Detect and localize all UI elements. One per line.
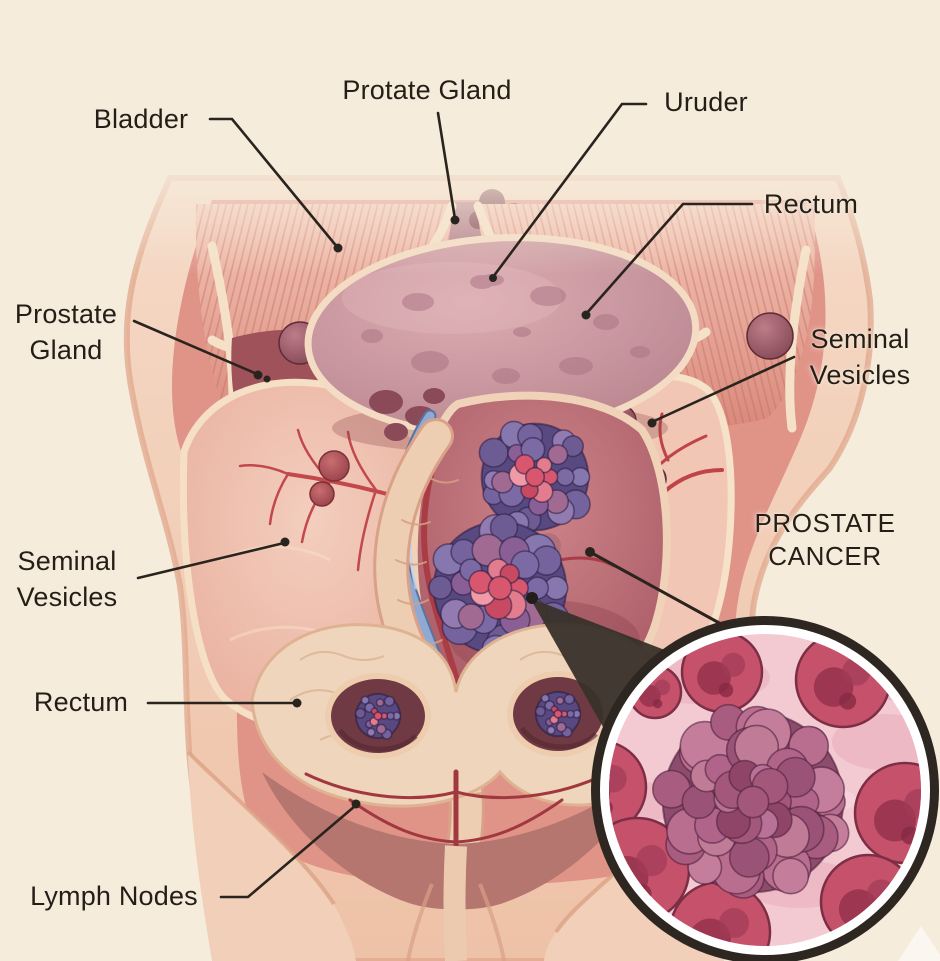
label-prostate-cancer-caption: PROSTATE CANCER (754, 508, 896, 571)
leader-dots (253, 215, 657, 809)
label-rectum-right: Rectum (763, 189, 859, 219)
label-seminal-vesicles-left: Seminal Vesicles (16, 546, 118, 612)
magnifier-callout (526, 547, 733, 734)
label-lymph-nodes: Lymph Nodes (30, 881, 198, 911)
inset-tumor-cluster (651, 703, 850, 899)
bladder-spots (361, 274, 650, 384)
top-fade (0, 150, 940, 275)
leader-lymph-nodes (219, 804, 357, 899)
leader-prostate-gland-top (436, 111, 457, 221)
lymph-tumor-left (354, 692, 402, 740)
tumor-cell-inset (591, 616, 939, 961)
pelvic-floor-muscle (262, 769, 648, 961)
leader-bladder (208, 117, 340, 250)
leader-rectum-right (584, 202, 754, 316)
leader-seminal-vesicles-left (136, 541, 286, 580)
label-prostate-gland-top: Protate Gland (342, 75, 512, 105)
leader-seminal-vesicles-right (650, 355, 796, 424)
label-prostate-gland-left: Prostate Gland (14, 299, 118, 365)
watermark-chevron (898, 926, 940, 961)
label-seminal-vesicles-right: Seminal Vesicles (809, 324, 911, 390)
label-bladder: Bladder (93, 104, 189, 134)
leader-prostate-gland-left (132, 319, 259, 376)
leader-lines (132, 102, 796, 899)
magnifier-cone (530, 598, 670, 734)
leader-ureter (491, 102, 648, 279)
label-ureter: Uruder (664, 87, 748, 117)
label-rectum-left: Rectum (33, 687, 129, 717)
lymph-tumor-right (534, 690, 582, 738)
prostate-tumor-upper (478, 420, 591, 536)
rectum-fibrous-mass (250, 623, 676, 808)
